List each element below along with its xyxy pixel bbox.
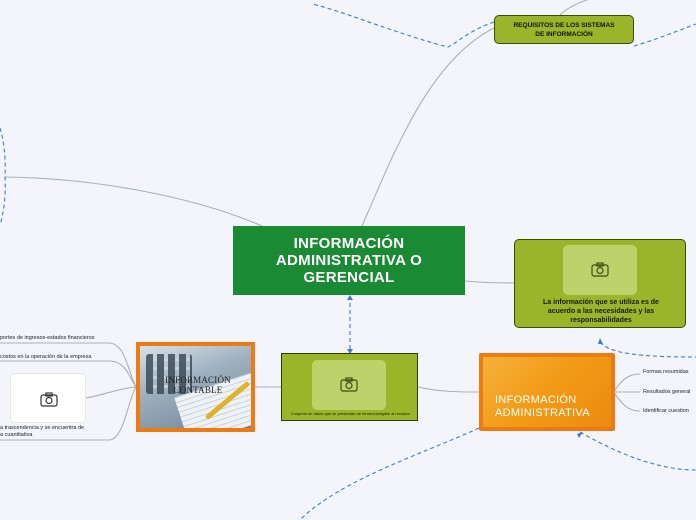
requisitos-line-1: REQUISITOS DE LOS SISTEMAS <box>513 21 615 29</box>
arrow-head-down <box>347 349 353 354</box>
contable-leaf-3-line-1: a trascendencia y se encuentra de <box>0 425 85 431</box>
contable-leaf-trascendencia[interactable]: a trascendencia y se encuentra de a cuan… <box>0 425 84 439</box>
conjunto-datos-node[interactable]: Conjunto de datos que se presentan de fo… <box>281 353 418 421</box>
connector-conjunto-admin <box>417 386 480 393</box>
contable-line-2: CONTABLE <box>173 385 223 395</box>
connector-requisitos-top <box>559 0 589 16</box>
contable-leaf-costos[interactable]: costos en la operación de la empresa <box>0 354 92 360</box>
admin-leaf-resultados[interactable]: Resultados general <box>643 389 691 395</box>
image-placeholder <box>312 360 386 410</box>
admin-leaf-identificar[interactable]: Identificar cuestion <box>643 408 689 414</box>
image-placeholder-left[interactable] <box>10 373 86 423</box>
contable-node[interactable]: INFORMACIÓN CONTABLE <box>136 342 255 432</box>
relation-admin-bottomright <box>579 431 696 471</box>
necesidades-line-1: La información que se utiliza es de <box>543 299 659 306</box>
connector-admin-leaf3 <box>614 393 641 412</box>
camera-icon <box>40 392 58 407</box>
relation-admin-bottomleft <box>299 427 480 520</box>
connector-contable-leaf3 <box>109 386 137 441</box>
contable-leaf-reportes[interactable]: portes de ingresos-estados financieros <box>0 335 95 341</box>
connector-contable-photo <box>85 386 137 399</box>
necesidades-node[interactable]: La información que se utiliza es de acue… <box>514 239 686 328</box>
camera-icon <box>340 377 358 392</box>
connector-central-left <box>4 176 263 227</box>
requisitos-line-2: DE INFORMACIÓN <box>535 30 593 38</box>
necesidades-text: La información que se utiliza es de acue… <box>523 298 679 325</box>
relation-requisitos-left <box>311 3 495 48</box>
connector-contable-leaf1 <box>109 342 137 388</box>
central-topic-text: INFORMACIÓN ADMINISTRATIVA O GERENCIAL <box>276 235 422 286</box>
administrativa-line-1: INFORMACIÓN <box>495 394 577 406</box>
central-line-3: GERENCIAL <box>303 269 395 286</box>
connector-contable-leaf2 <box>109 360 137 388</box>
necesidades-line-2: acuerdo a las necesidades y las <box>547 308 655 315</box>
contable-text: INFORMACIÓN CONTABLE <box>158 375 238 395</box>
camera-icon <box>591 262 609 277</box>
arrow-head-up <box>347 295 353 300</box>
conjunto-text: Conjunto de datos que se presentan de fo… <box>290 411 411 416</box>
connector-central-requisitos <box>361 27 495 227</box>
requisitos-node[interactable]: REQUISITOS DE LOS SISTEMAS DE INFORMACIÓ… <box>494 15 634 44</box>
central-topic-node[interactable]: INFORMACIÓN ADMINISTRATIVA O GERENCIAL <box>233 226 465 295</box>
central-line-1: INFORMACIÓN <box>293 235 405 252</box>
contable-line-1: INFORMACIÓN <box>165 375 231 385</box>
connector-admin-leaf1 <box>614 373 641 391</box>
admin-leaf-formas[interactable]: Formas resumidas <box>643 369 689 375</box>
calculator-photo <box>140 346 251 428</box>
calculator-keys <box>146 354 192 394</box>
central-line-2: ADMINISTRATIVA O <box>275 252 423 269</box>
image-placeholder <box>563 245 637 295</box>
relation-requisitos-right <box>633 23 696 47</box>
contable-leaf-3-line-2: a cuantitativa <box>0 432 33 438</box>
requisitos-text: REQUISITOS DE LOS SISTEMAS DE INFORMACIÓ… <box>513 21 614 39</box>
administrativa-node[interactable]: INFORMACIÓN ADMINISTRATIVA <box>479 353 615 431</box>
administrativa-line-2: ADMINISTRATIVA <box>495 407 590 419</box>
necesidades-line-3: responsabilidades <box>570 317 632 324</box>
relation-necesidades-right <box>599 341 696 358</box>
connector-central-necesidades <box>464 280 515 284</box>
administrativa-text: INFORMACIÓN ADMINISTRATIVA <box>495 394 590 420</box>
administrativa-background <box>483 357 611 427</box>
relation-left-bracket <box>0 127 6 226</box>
arrow-head-admin <box>577 432 583 438</box>
arrow-head-necesidades <box>598 338 603 344</box>
